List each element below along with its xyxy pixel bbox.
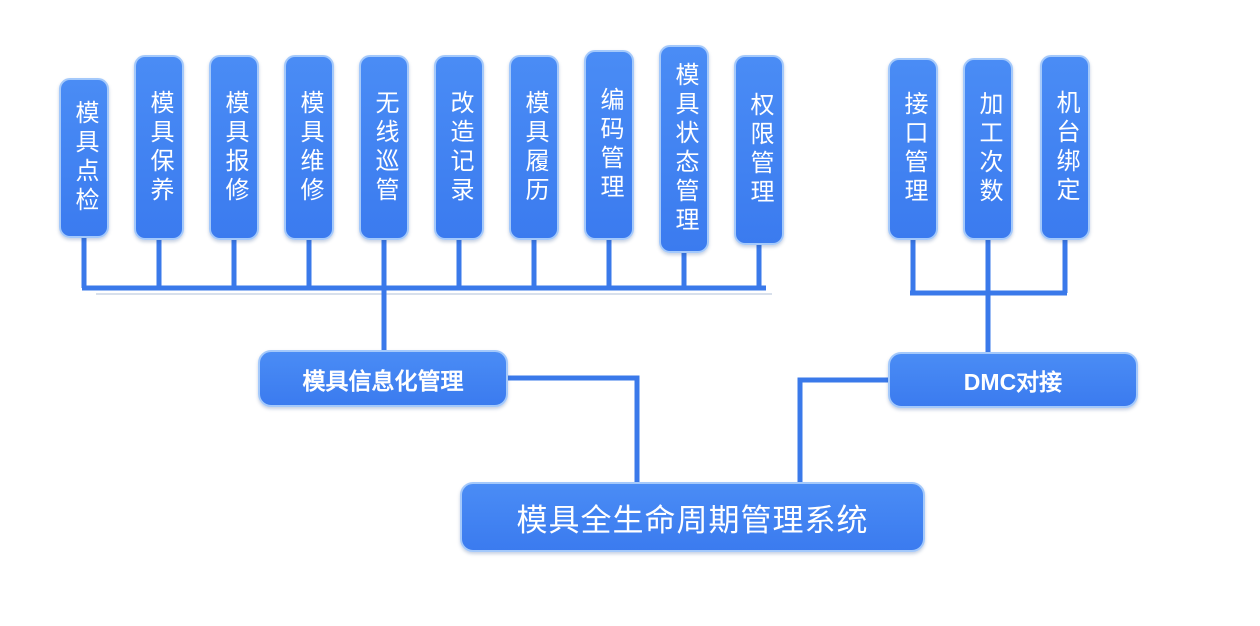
right-to-root-connector <box>797 377 888 484</box>
left-branch-drop-lines <box>81 230 762 288</box>
module-label: 改造记录 <box>446 89 473 206</box>
left-to-root-connector <box>508 375 640 484</box>
module-box-interface-management: 接口管理 <box>888 58 938 240</box>
module-box-mold-repair-report: 模具报修 <box>209 55 259 240</box>
module-box-mold-inspection: 模具点检 <box>59 78 109 238</box>
module-label: 加工次数 <box>975 91 1002 207</box>
module-label: 模具报修 <box>221 89 248 206</box>
module-box-processing-count: 加工次数 <box>963 58 1013 240</box>
mold-info-management-box: 模具信息化管理 <box>258 350 508 407</box>
branch-label: 模具信息化管理 <box>302 367 464 394</box>
module-label: 机台绑定 <box>1052 89 1079 206</box>
module-box-modification-record: 改造记录 <box>434 55 484 240</box>
module-box-mold-repair: 模具维修 <box>284 55 334 240</box>
module-box-machine-binding: 机台绑定 <box>1040 55 1090 240</box>
module-box-permission-management: 权限管理 <box>734 55 784 245</box>
module-label: 权限管理 <box>746 92 773 208</box>
system-title-box: 模具全生命周期管理系统 <box>460 482 925 552</box>
module-label: 模具履历 <box>521 89 548 206</box>
module-label: 编码管理 <box>596 87 623 203</box>
module-box-mold-maintenance: 模具保养 <box>134 55 184 240</box>
module-label: 模具状态管理 <box>671 62 698 236</box>
module-label: 模具维修 <box>296 89 323 206</box>
module-label: 接口管理 <box>900 91 927 207</box>
module-box-code-management: 编码管理 <box>584 50 634 240</box>
module-box-wireless-patrol: 无线巡管 <box>359 55 409 240</box>
right-branch-drop-lines <box>910 230 1068 293</box>
branch-label: DMC对接 <box>963 369 1063 395</box>
module-label: 无线巡管 <box>371 89 398 206</box>
dmc-connection-box: DMC对接 <box>888 352 1138 408</box>
module-box-mold-history: 模具履历 <box>509 55 559 240</box>
module-label: 模具保养 <box>146 89 173 206</box>
system-title: 模具全生命周期管理系统 <box>516 502 869 538</box>
module-label: 模具点检 <box>71 100 98 216</box>
module-box-mold-status-management: 模具状态管理 <box>659 45 709 253</box>
